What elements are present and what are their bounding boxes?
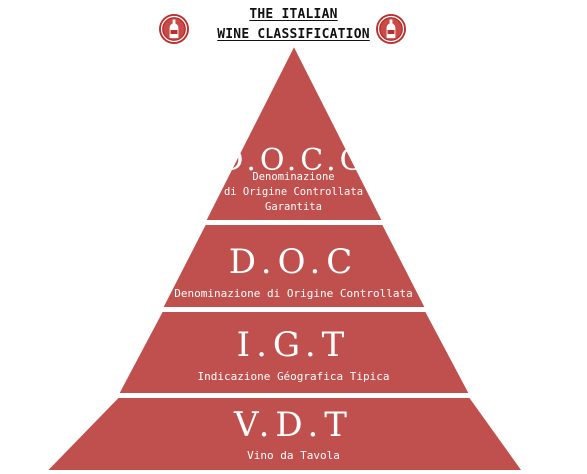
tier-code-docg: D.O.C.G [219,143,368,178]
tier-description-igt: Indicazione Géografica Tipica [0,369,587,385]
tier-code-igt: I.G.T [236,325,351,365]
description-line: Denominazione [252,171,335,183]
description-line: Vino da Tavola [247,449,340,462]
description-line: di Origine Controllata [223,186,364,198]
tier-code-vdt: V.D.T [234,405,353,445]
tier-doc-shape [160,223,428,309]
tier-code-doc: D.O.C [228,242,359,282]
tier-description-vdt: Vino da Tavola [0,448,587,464]
title-line-2: WINE CLASSIFICATION [217,27,370,42]
title-line-1: THE ITALIAN [249,7,338,22]
description-line: Indicazione Géografica Tipica [197,370,390,383]
tier-docg-shape [203,42,385,222]
tier-description-docg: Denominazione di Origine Controllata Gar… [0,170,587,215]
tier-description-doc: Denominazione di Origine Controllata [0,286,587,302]
wine-bottle-emblem-icon [159,14,189,44]
wine-bottle-emblem-icon [376,14,406,44]
description-line: Garantita [265,201,322,213]
tier-igt-shape [116,310,472,395]
tier-vdt-shape [43,396,525,472]
description-line: Denominazione di Origine Controllata [174,287,413,300]
